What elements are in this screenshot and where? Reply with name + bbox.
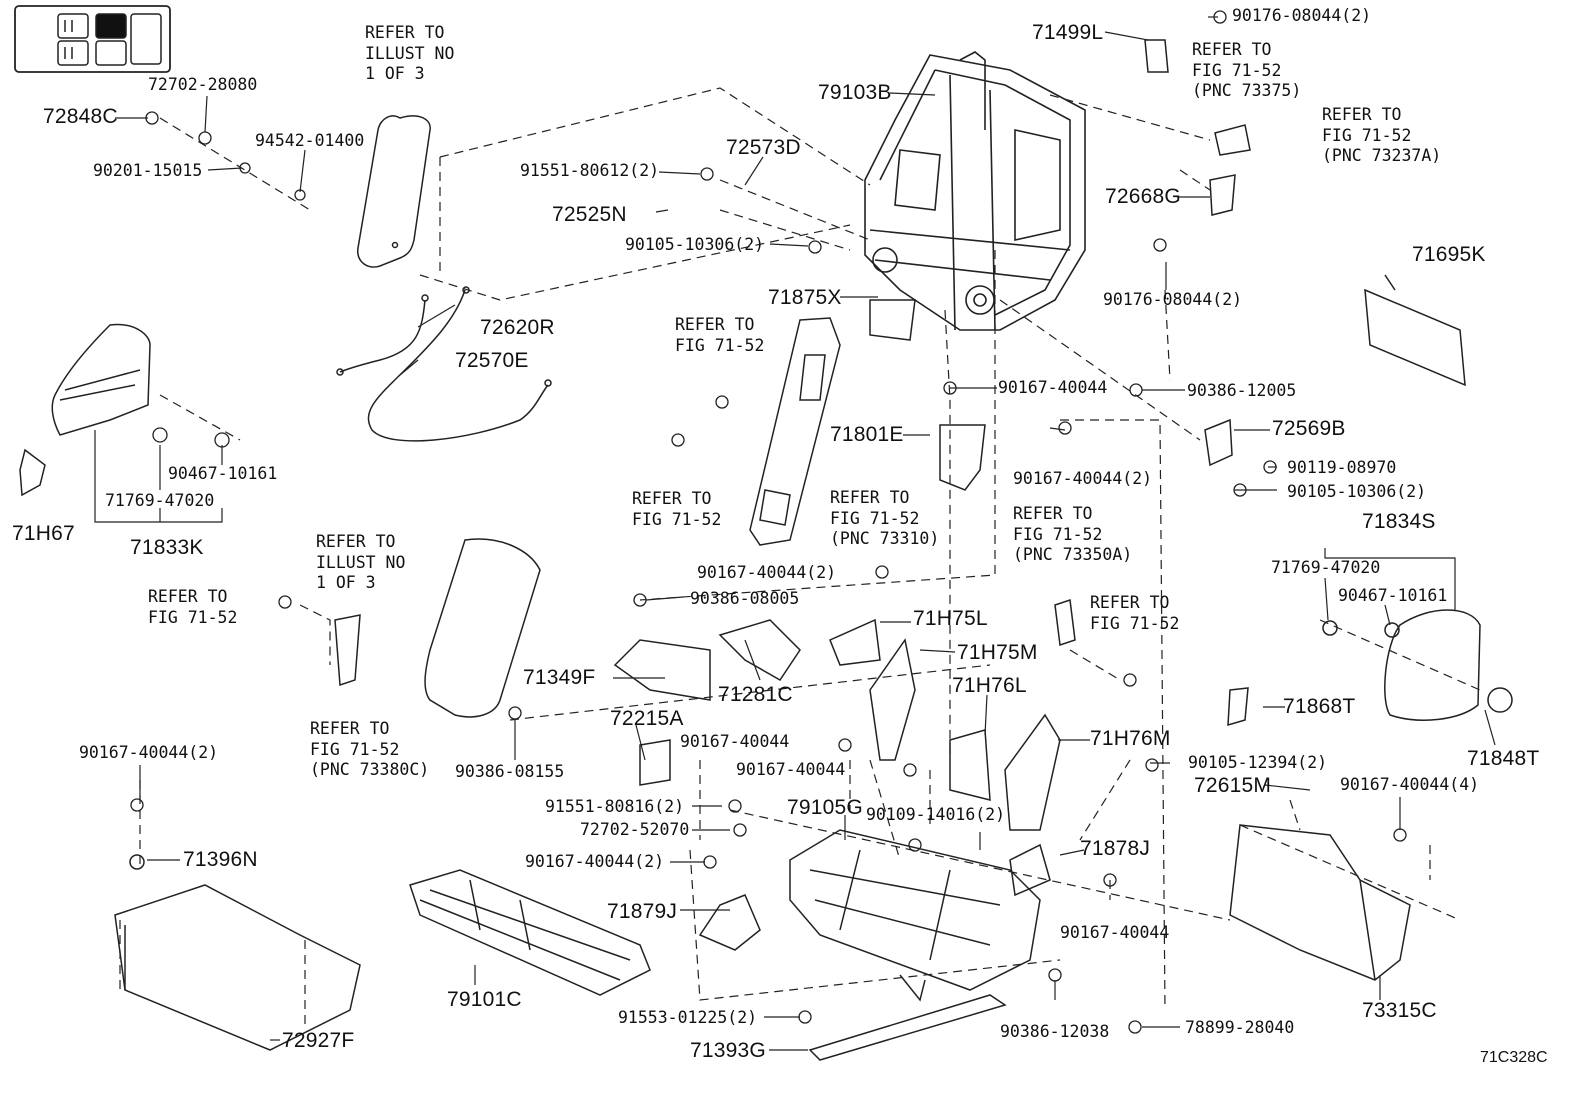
label-90176-08044-2-top: 90176-08044(2) <box>1232 6 1372 25</box>
label-71281C: 71281C <box>718 683 793 706</box>
seat-belt-buckle <box>334 598 1076 687</box>
label-71801E: 71801E <box>830 423 904 446</box>
label-72848C: 72848C <box>43 105 118 128</box>
lower-covers <box>613 618 1249 831</box>
label-71834S: 71834S <box>1362 510 1436 533</box>
label-90167-40044-d: 90167-40044 <box>1060 923 1170 942</box>
brackets-lower <box>698 843 1051 951</box>
bracket-71801E <box>939 424 986 491</box>
label-90386-08155: 90386-08155 <box>455 762 565 781</box>
cover-72927F <box>114 854 361 1051</box>
ref-fig-71-52-d: REFER TO FIG 71-52 <box>1090 593 1180 633</box>
label-71393G: 71393G <box>690 1039 766 1062</box>
cable-assemblies <box>336 286 552 442</box>
seat-track-79101C <box>409 869 651 996</box>
label-72615M: 72615M <box>1194 774 1272 797</box>
cushion-frame-79105G <box>789 829 1041 1002</box>
label-73315C: 73315C <box>1362 999 1437 1022</box>
label-71875X: 71875X <box>768 286 842 309</box>
label-72702-28080: 72702-28080 <box>148 75 258 94</box>
armrest-shape <box>357 115 431 268</box>
label-71H67: 71H67 <box>12 522 75 545</box>
figure-code: 71C328C <box>1480 1049 1548 1066</box>
label-71868T: 71868T <box>1283 695 1356 718</box>
label-90467-10161-b: 90467-10161 <box>1338 586 1448 605</box>
ref-fig-pnc-73375: REFER TO FIG 71-52 (PNC 73375) <box>1192 40 1302 100</box>
right-small-parts <box>1144 39 1466 467</box>
label-79103B: 79103B <box>818 81 892 104</box>
label-71769-47020-a: 71769-47020 <box>105 491 215 510</box>
ref-fig-71-52-c: REFER TO FIG 71-52 <box>148 587 238 627</box>
label-71769-47020-b: 71769-47020 <box>1271 558 1381 577</box>
ref-fig-pnc-73310: REFER TO FIG 71-52 (PNC 73310) <box>830 488 940 548</box>
label-90109-14016-2: 90109-14016(2) <box>866 805 1006 824</box>
side-cover-71834S <box>1322 609 1513 721</box>
label-72569B: 72569B <box>1272 417 1346 440</box>
label-90167-40044-2-d: 90167-40044(2) <box>525 852 665 871</box>
label-90176-08044-2-mid: 90176-08044(2) <box>1103 290 1243 309</box>
label-71H76L: 71H76L <box>952 674 1027 697</box>
ref-fig-71-52-b: REFER TO FIG 71-52 <box>632 489 722 529</box>
label-91551-80816-2: 91551-80816(2) <box>545 797 685 816</box>
label-90467-10161-a: 90467-10161 <box>168 464 278 483</box>
illustration-index-icon <box>14 5 171 73</box>
label-90167-40044-c: 90167-40044 <box>736 760 846 779</box>
seat-back-frame-79103B <box>864 51 1086 331</box>
label-72927F: 72927F <box>282 1029 355 1052</box>
seat-cushion-pad <box>424 538 541 718</box>
label-90167-40044-2-a: 90167-40044(2) <box>1013 469 1153 488</box>
label-71878J: 71878J <box>1080 837 1151 860</box>
label-72668G: 72668G <box>1105 185 1181 208</box>
label-79105G: 79105G <box>787 796 863 819</box>
label-94542-01400: 94542-01400 <box>255 131 365 150</box>
ref-fig-pnc-73350A: REFER TO FIG 71-52 (PNC 73350A) <box>1013 504 1133 564</box>
label-91551-80612-2: 91551-80612(2) <box>520 161 660 180</box>
label-72573D: 72573D <box>726 136 801 159</box>
label-72215A: 72215A <box>610 707 684 730</box>
label-71879J: 71879J <box>607 900 678 923</box>
label-90105-10306-2-b: 90105-10306(2) <box>1287 482 1427 501</box>
label-90201-15015: 90201-15015 <box>93 161 203 180</box>
label-90386-08005: 90386-08005 <box>690 589 800 608</box>
label-90167-40044-b: 90167-40044 <box>680 732 790 751</box>
label-90386-12038: 90386-12038 <box>1000 1022 1110 1041</box>
ref-fig-pnc-73237A: REFER TO FIG 71-52 (PNC 73237A) <box>1322 105 1442 165</box>
ref-illust-1-of-3-top: REFER TO ILLUST NO 1 OF 3 <box>365 23 455 83</box>
label-90167-40044-4: 90167-40044(4) <box>1340 775 1480 794</box>
label-90167-40044-2-c: 90167-40044(2) <box>79 743 219 762</box>
cover-73315C <box>1229 824 1411 981</box>
label-71396N: 71396N <box>183 848 258 871</box>
label-90167-40044-2-b: 90167-40044(2) <box>697 563 837 582</box>
label-72525N: 72525N <box>552 203 627 226</box>
label-90386-12005: 90386-12005 <box>1187 381 1297 400</box>
label-90105-12394-2: 90105-12394(2) <box>1188 753 1328 772</box>
label-71H75L: 71H75L <box>913 607 988 630</box>
label-71848T: 71848T <box>1467 747 1540 770</box>
label-90119-08970: 90119-08970 <box>1287 458 1397 477</box>
label-78899-28040: 78899-28040 <box>1185 1018 1295 1037</box>
ref-fig-71-52-a: REFER TO FIG 71-52 <box>675 315 765 355</box>
label-90167-40044-a: 90167-40044 <box>998 378 1108 397</box>
leader-lines <box>94 16 1496 1051</box>
label-72702-52070: 72702-52070 <box>580 820 690 839</box>
label-71H76M: 71H76M <box>1090 727 1171 750</box>
ref-illust-1-of-3-mid: REFER TO ILLUST NO 1 OF 3 <box>316 532 406 592</box>
recliner-bracket-71875X <box>749 299 916 546</box>
label-71499L: 71499L <box>1032 21 1104 44</box>
label-71833K: 71833K <box>130 536 204 559</box>
label-72570E: 72570E <box>455 349 529 372</box>
label-71695K: 71695K <box>1412 243 1486 266</box>
fasteners <box>130 10 1407 1034</box>
label-71349F: 71349F <box>523 666 596 689</box>
side-cover-71833K <box>19 323 151 497</box>
ref-fig-pnc-73380C: REFER TO FIG 71-52 (PNC 73380C) <box>310 719 430 779</box>
label-90105-10306-2-a: 90105-10306(2) <box>625 235 765 254</box>
label-91553-01225-2: 91553-01225(2) <box>618 1008 758 1027</box>
strap-71393G <box>808 994 1007 1061</box>
label-71H75M: 71H75M <box>957 641 1038 664</box>
label-72620R: 72620R <box>480 316 555 339</box>
label-79101C: 79101C <box>447 988 522 1011</box>
